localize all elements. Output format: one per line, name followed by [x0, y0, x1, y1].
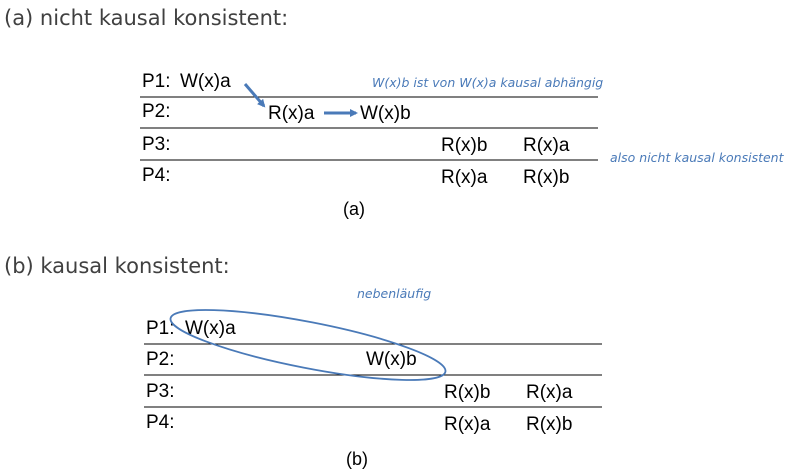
op-a-p2-write-b: W(x)b: [360, 103, 411, 124]
op-a-p1-write-a: W(x)a: [180, 71, 231, 92]
caption-a: (a): [343, 199, 365, 219]
op-a-p2-read-a: R(x)a: [268, 103, 315, 124]
heading-b: (b) kausal konsistent:: [4, 254, 230, 278]
note-concurrent: nebenläufig: [357, 286, 432, 301]
op-a-p3-read-a: R(x)a: [523, 135, 570, 156]
op-b-p2-write-b: W(x)b: [366, 349, 417, 370]
caption-b: (b): [346, 449, 368, 469]
op-a-p4-read-a: R(x)a: [441, 167, 488, 188]
process-label-b-p2: P2:: [146, 349, 175, 370]
process-label-a-p2: P2:: [142, 101, 171, 122]
process-label-a-p3: P3:: [142, 134, 171, 155]
process-label-a-p4: P4:: [142, 165, 171, 186]
op-b-p3-read-a: R(x)a: [526, 382, 573, 403]
process-label-b-p3: P3:: [146, 381, 175, 402]
heading-a: (a) nicht kausal konsistent:: [4, 6, 289, 30]
op-b-p3-read-b: R(x)b: [444, 382, 491, 403]
process-label-b-p4: P4:: [146, 412, 175, 433]
op-a-p3-read-b: R(x)b: [441, 135, 488, 156]
note-conclusion: also nicht kausal konsistent: [610, 150, 784, 165]
process-label-a-p1: P1:: [142, 71, 171, 92]
process-label-b-p1: P1:: [146, 318, 175, 339]
op-b-p4-read-a: R(x)a: [444, 414, 491, 435]
concurrency-ellipse: [169, 309, 447, 381]
arrow-write-to-read: [243, 83, 266, 108]
op-a-p4-read-b: R(x)b: [523, 167, 570, 188]
note-dependency: W(x)b ist von W(x)a kausal abhängig: [372, 75, 604, 90]
op-b-p1-write-a: W(x)a: [185, 318, 236, 339]
op-b-p4-read-b: R(x)b: [526, 414, 573, 435]
